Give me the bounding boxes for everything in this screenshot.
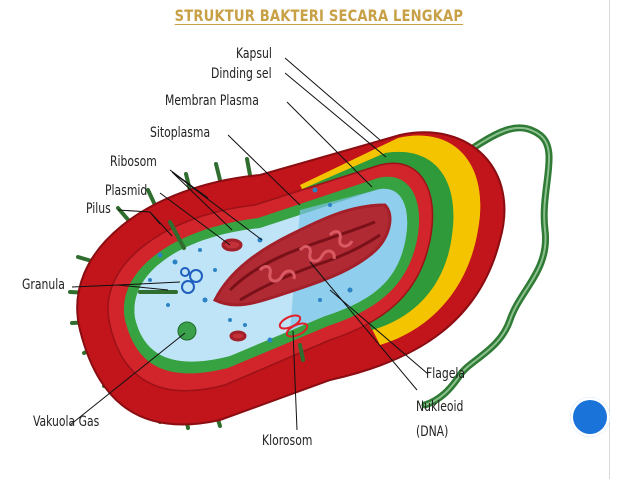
label-kapsul: Kapsul [236,46,272,62]
nucleoid [212,203,392,307]
granule [180,267,203,294]
label-dinding-sel: Dinding sel [211,66,272,82]
label-pilus: Pilus [86,201,111,217]
ribosomes [148,187,353,343]
label-sitoplasma: Sitoplasma [150,125,211,141]
label-membran-plasma: Membran Plasma [165,93,259,109]
label-plasmid: Plasmid [105,183,148,199]
title-text: STRUKTUR BAKTERI SECARA LENGKAP [174,6,464,25]
plasmid [221,238,247,342]
slide-border [609,0,610,479]
label-vakuola-gas: Vakuola Gas [33,414,100,430]
chlorosome [278,314,309,338]
leader-lines [69,57,429,431]
label-granula: Granula [22,277,65,293]
gas-vacuole [177,321,197,341]
accent-circle [570,397,610,437]
page-title: STRUKTUR BAKTERI SECARA LENGKAP [0,6,638,25]
label-flagela: Flagela [426,366,466,382]
label-klorosom: Klorosom [262,433,313,449]
label-nukleoid: Nukleoid [416,399,464,415]
label-dna: (DNA) [416,424,449,440]
label-ribosom: Ribosom [110,154,157,170]
